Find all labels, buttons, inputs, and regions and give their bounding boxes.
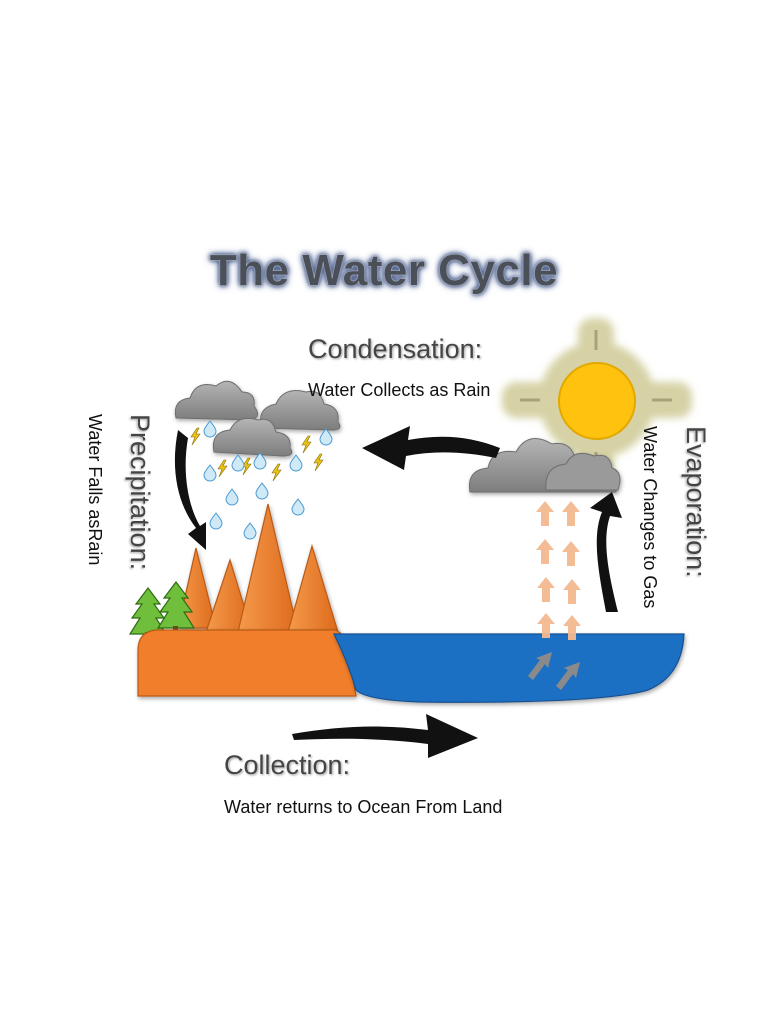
collection-arrow [292, 714, 478, 758]
collection-caption: Water returns to Ocean From Land [224, 797, 503, 817]
evaporation-caption: Water Changes to Gas [640, 426, 660, 609]
condensation-arrow [362, 426, 500, 470]
diagram-title: The Water Cycle [209, 246, 559, 295]
mountains-icon [177, 503, 339, 633]
condensation-caption: Water Collects as Rain [308, 380, 491, 400]
precipitation-caption: Water Falls asRain [85, 414, 105, 566]
precipitation-arrow [174, 430, 206, 550]
collection-heading: Collection: [224, 750, 351, 780]
land-icon [137, 629, 357, 697]
evaporation-heading: Evaporation: [681, 426, 711, 578]
evaporation-cloud-icon [468, 438, 621, 493]
sun-icon [502, 318, 692, 478]
vapor-arrows [528, 501, 581, 690]
precipitation-heading: Precipitation: [125, 414, 155, 571]
condensation-heading: Condensation: [308, 334, 483, 364]
evaporation-arrow [590, 492, 622, 612]
ocean-icon [333, 633, 685, 703]
storm-clouds-icon [174, 380, 341, 540]
